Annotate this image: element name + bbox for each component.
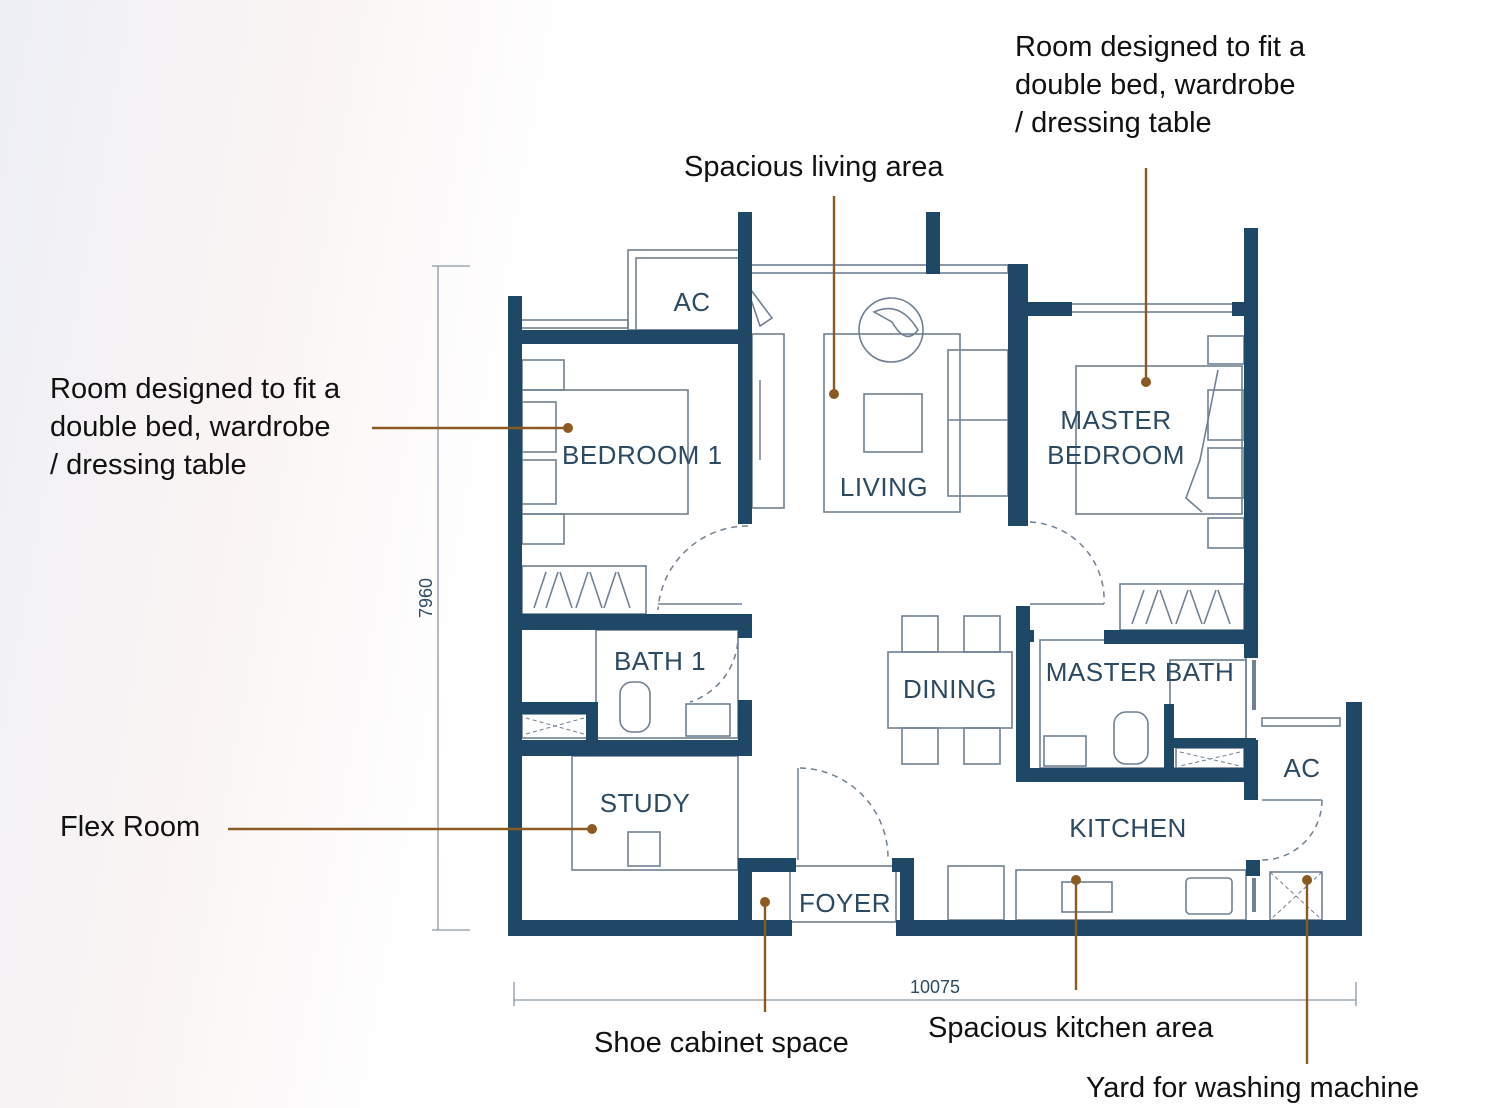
room-label-living: LIVING <box>840 472 928 502</box>
door-swings <box>657 521 1323 861</box>
fixtures <box>512 249 1341 923</box>
room-label-foyer: FOYER <box>799 888 891 918</box>
room-label-dining: DINING <box>903 674 997 704</box>
width-dimension-label: 10075 <box>910 977 960 997</box>
annotation-yard: Yard for washing machine <box>1086 1072 1419 1104</box>
annotation-flex-room: Flex Room <box>60 811 200 843</box>
height-dimension: 7960 <box>416 265 470 931</box>
annotation-bedroom1-line2: double bed, wardrobe <box>50 411 331 443</box>
height-dimension-label: 7960 <box>416 578 436 618</box>
room-label-bath1: BATH 1 <box>614 646 706 676</box>
room-labels: AC BEDROOM 1 LIVING MASTER BEDROOM BATH … <box>562 287 1320 918</box>
room-label-master-bath: MASTER BATH <box>1046 657 1234 687</box>
walls <box>508 212 1362 936</box>
annotation-kitchen: Spacious kitchen area <box>928 1012 1214 1044</box>
leader-lines <box>228 168 1312 1064</box>
annotation-bedroom1-line1: Room designed to fit a <box>50 373 341 405</box>
annotations: Room designed to fit a double bed, wardr… <box>50 31 1419 1104</box>
room-label-bedroom1: BEDROOM 1 <box>562 440 723 470</box>
room-label-kitchen: KITCHEN <box>1069 813 1187 843</box>
room-label-ac-right: AC <box>1283 753 1320 783</box>
annotation-living: Spacious living area <box>684 151 944 183</box>
room-label-master-bedroom-line1: MASTER <box>1060 405 1171 435</box>
annotation-master-bedroom-line2: double bed, wardrobe <box>1015 69 1296 101</box>
width-dimension: 10075 <box>513 977 1357 1006</box>
room-label-study: STUDY <box>600 788 691 818</box>
annotation-bedroom1-line3: / dressing table <box>50 449 247 481</box>
annotation-shoe-cabinet: Shoe cabinet space <box>594 1027 849 1059</box>
room-label-ac-top: AC <box>673 287 710 317</box>
room-label-master-bedroom-line2: BEDROOM <box>1047 440 1185 470</box>
annotation-master-bedroom-line3: / dressing table <box>1015 107 1212 139</box>
annotation-master-bedroom-line1: Room designed to fit a <box>1015 31 1306 63</box>
